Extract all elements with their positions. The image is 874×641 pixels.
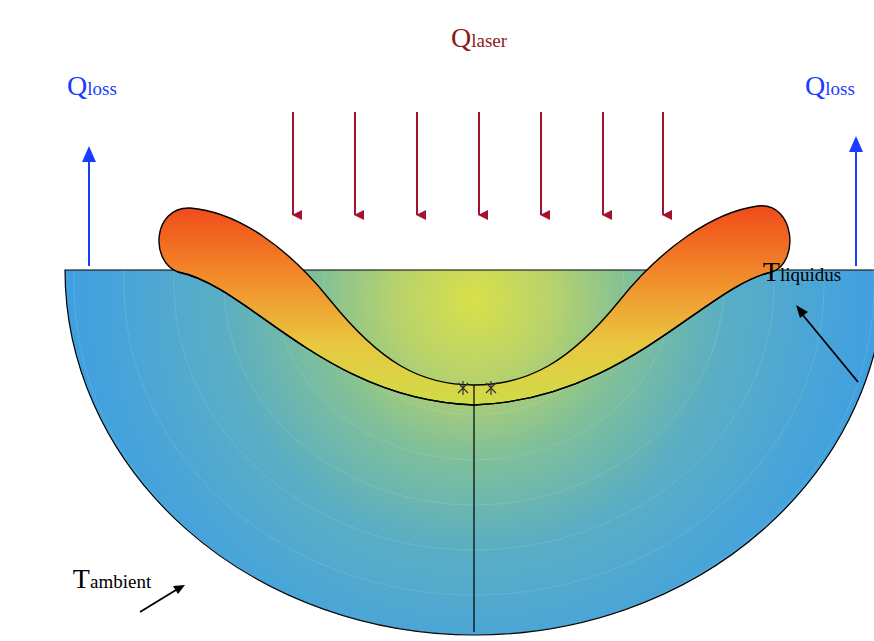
ambient-label: Tambient bbox=[73, 565, 151, 593]
liquidus-label: Tliquidus bbox=[763, 258, 841, 286]
heat-loss-label: Qloss bbox=[67, 72, 117, 100]
laser-heat-label: Qlaser bbox=[451, 24, 507, 52]
heat-loss-label: Qloss bbox=[805, 72, 855, 100]
